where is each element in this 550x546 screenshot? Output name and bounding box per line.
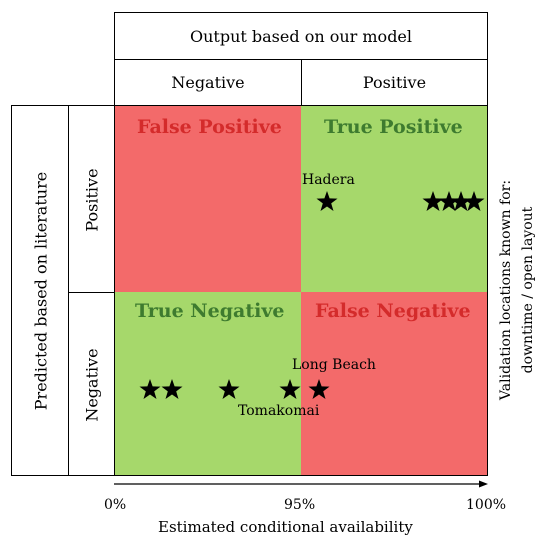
star-icon <box>218 379 240 399</box>
quadrant-false-positive: False Positive <box>115 106 301 292</box>
quadrant-label-true-negative: True Negative <box>135 300 285 322</box>
quadrant-false-negative: False Negative <box>301 292 487 476</box>
axis-tick-100: 100% <box>466 497 507 513</box>
quadrant-label-false-negative: False Negative <box>315 300 471 322</box>
star-icon <box>161 379 183 399</box>
axis-label: Estimated conditional availability <box>158 518 413 536</box>
column-header-positive: Positive <box>301 59 488 106</box>
matrix-frame <box>114 105 488 476</box>
star-icon <box>279 379 301 399</box>
star-icon <box>308 379 330 399</box>
star-icon <box>316 191 338 211</box>
annotation-hadera: Hadera <box>302 172 355 188</box>
annotation-tomakomai: Tomakomai <box>238 403 320 419</box>
quadrant-true-negative: True Negative <box>115 292 301 476</box>
axis-arrowhead <box>479 480 488 488</box>
annotation-long-beach: Long Beach <box>292 357 376 373</box>
column-positive-label: Positive <box>362 73 427 92</box>
output-title-box: Output based on our model <box>114 12 488 60</box>
output-title: Output based on our model <box>189 26 413 46</box>
star-icon <box>139 379 161 399</box>
axis-tick-95: 95% <box>284 497 316 513</box>
column-negative-label: Negative <box>171 73 245 92</box>
star-icon <box>422 191 444 211</box>
axis-tick-0: 0% <box>104 497 127 513</box>
quadrant-label-false-positive: False Positive <box>137 116 282 138</box>
row-header-positive: Positive <box>68 105 115 293</box>
quadrant-label-true-positive: True Positive <box>324 116 463 138</box>
